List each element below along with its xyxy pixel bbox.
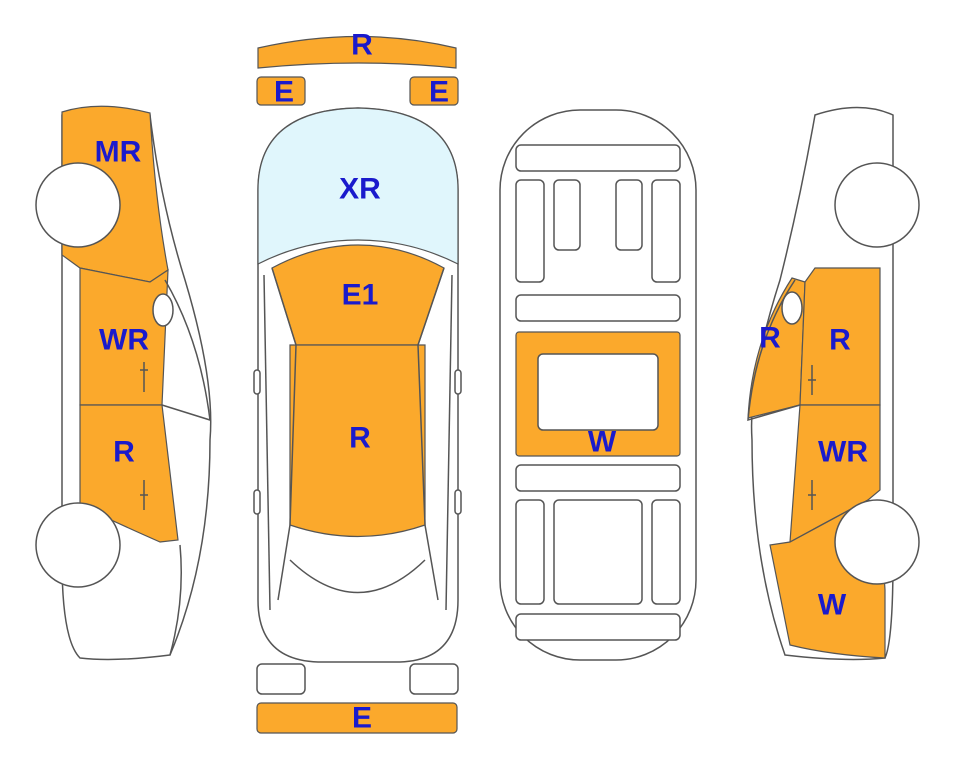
front-bumper-label: R [351, 29, 373, 62]
windshield-label: XR [339, 173, 381, 206]
floor-panel-label: W [588, 426, 617, 459]
mirror-left [253, 369, 261, 395]
underbody-mount-left [553, 179, 581, 251]
right-rear-quarter-label: W [818, 589, 847, 622]
underbody-rear-rail-left [515, 499, 545, 605]
right-front-wheel [834, 162, 920, 248]
left-rear-wheel [35, 502, 121, 588]
taillight-left [256, 663, 306, 695]
left-front-wheel [35, 162, 121, 248]
underbody-front-panel [515, 144, 681, 172]
underbody-rear-rail-right [651, 499, 681, 605]
top-right-pillar-line [417, 267, 445, 601]
underbody-crossmember [515, 294, 681, 322]
taillight-right [409, 663, 459, 695]
hood-label: E1 [342, 279, 379, 312]
top-left-sill-line [263, 274, 271, 611]
left-rear-door-label: R [113, 436, 135, 469]
right-rear-door-label: WR [818, 436, 868, 469]
underbody-rear-cross [515, 464, 681, 492]
top-view: R E E XR E1 R E [253, 29, 462, 735]
underbody-view: W [499, 109, 697, 661]
headlight-left-zone[interactable] [256, 76, 306, 106]
right-mirror [781, 291, 803, 325]
headlight-left-label: E [274, 76, 294, 109]
rear-window-line [289, 559, 426, 594]
right-rear-wheel [834, 499, 920, 585]
headlight-right-zone[interactable] [409, 76, 459, 106]
windshield-zone[interactable] [257, 107, 459, 265]
floor-panel-inset [537, 353, 659, 431]
left-front-fender-label: MR [95, 136, 142, 169]
underbody-tank [553, 499, 643, 605]
right-side-view: R R WR W [747, 106, 920, 661]
underbody-rail-left [515, 179, 545, 283]
right-front-door-label: R [829, 324, 851, 357]
rear-bumper-label: E [352, 702, 372, 735]
left-window-line [161, 279, 211, 422]
top-right-sill-line [445, 274, 453, 611]
underbody-mount-right [615, 179, 643, 251]
left-front-door-label: WR [99, 324, 149, 357]
hood-zone[interactable] [271, 244, 445, 346]
top-left-pillar-line [271, 267, 297, 601]
handle-right [454, 489, 462, 515]
underbody-rail-right [651, 179, 681, 283]
left-side-view: MR WR R [35, 105, 212, 661]
handle-left [253, 489, 261, 515]
left-mirror [152, 293, 174, 327]
underbody-rear-panel [515, 613, 681, 641]
roof-label: R [349, 422, 371, 455]
mirror-right [454, 369, 462, 395]
left-handle-rear [140, 480, 148, 510]
right-handle-front [808, 365, 816, 395]
left-sill-line [169, 544, 182, 656]
rear-bumper-zone[interactable] [256, 702, 458, 734]
right-a-pillar-label: R [759, 322, 781, 355]
left-handle-front [140, 362, 148, 392]
headlight-right-label: E [429, 76, 449, 109]
front-bumper-zone[interactable] [257, 35, 457, 69]
right-front-door-zone[interactable] [799, 267, 881, 406]
right-handle-rear [808, 480, 816, 510]
